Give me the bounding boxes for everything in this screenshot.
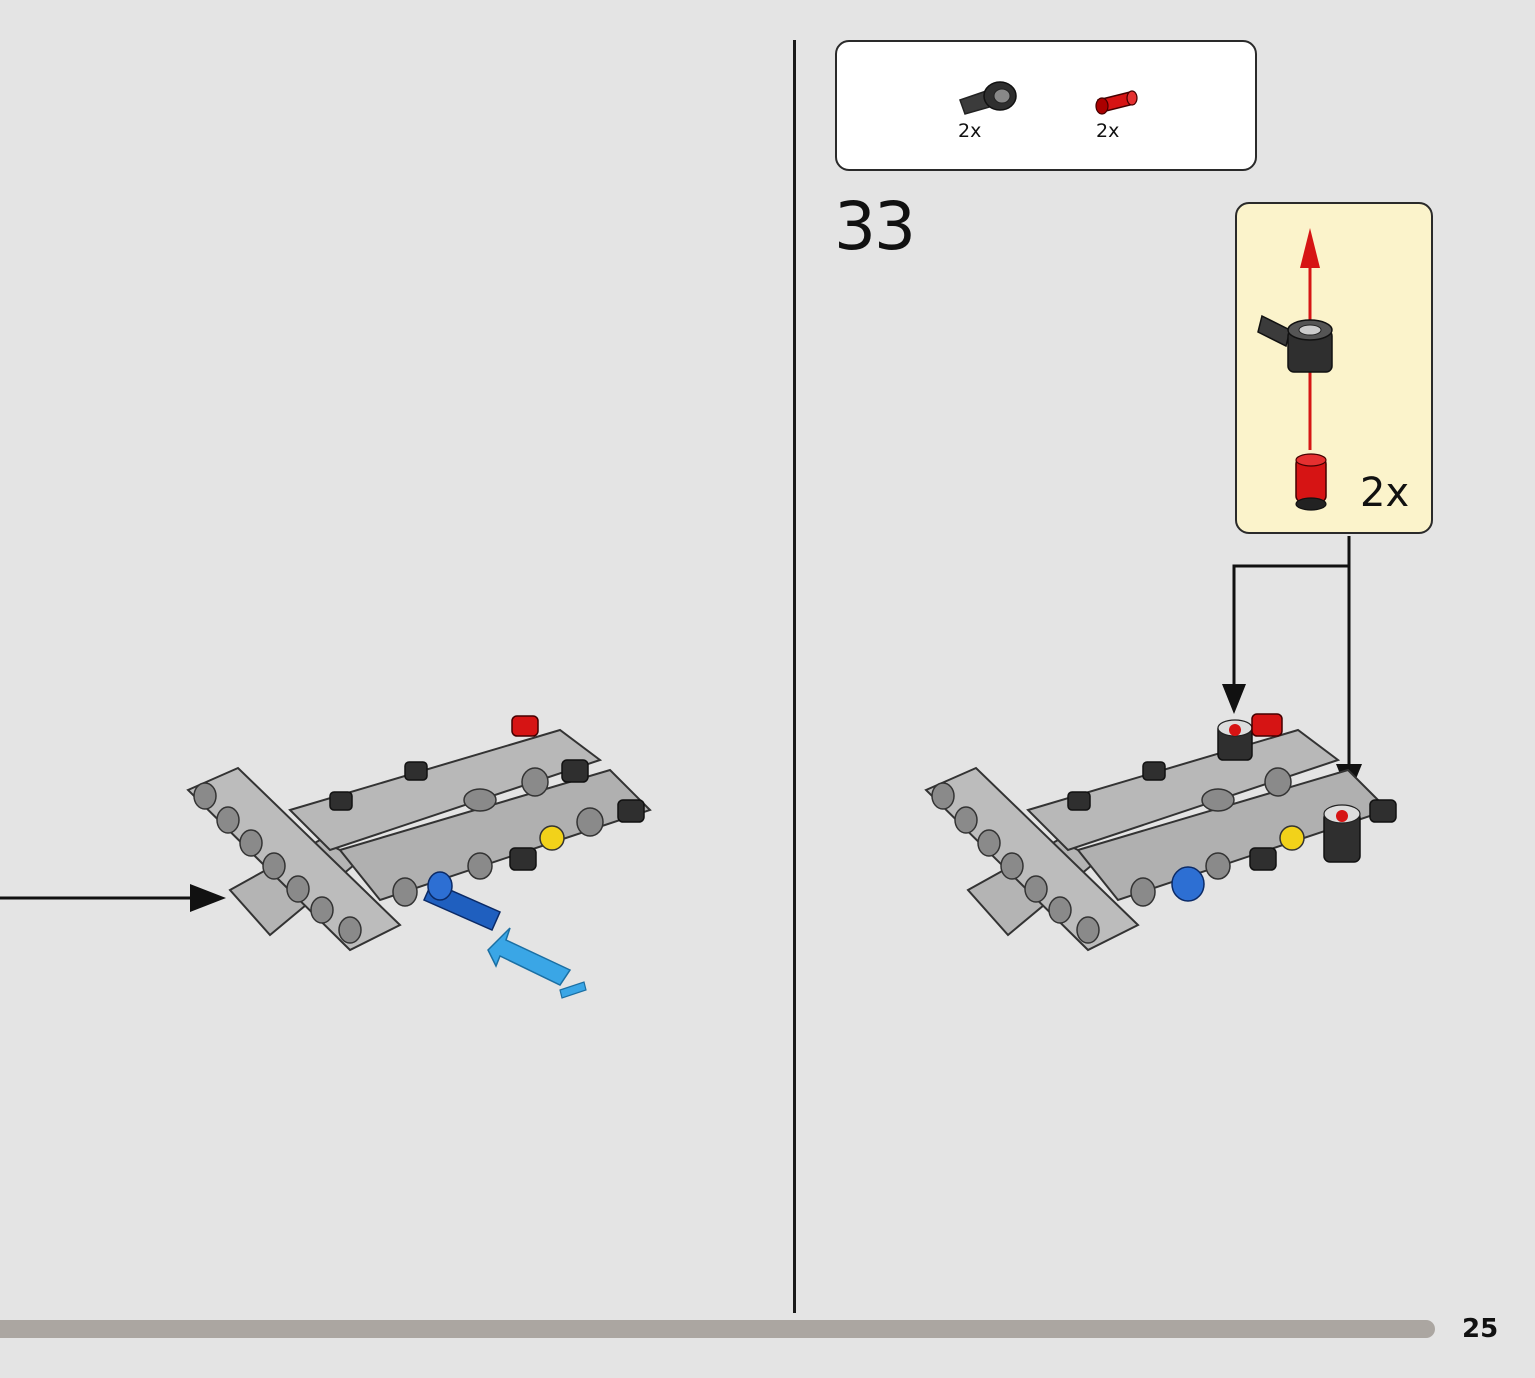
page-number: 25 bbox=[1462, 1314, 1499, 1344]
leader-arrowhead-left bbox=[1222, 684, 1246, 714]
progress-bar bbox=[0, 1320, 1435, 1338]
parts-list-box bbox=[835, 40, 1257, 171]
black-axle-connector-icon bbox=[959, 81, 1017, 115]
left-assembly bbox=[186, 715, 652, 952]
flow-arrow-left bbox=[0, 884, 226, 912]
callout-qty: 2x bbox=[1360, 470, 1410, 516]
red-pin-icon bbox=[1095, 90, 1138, 115]
step-number: 33 bbox=[834, 188, 916, 265]
callout-red-pin bbox=[1295, 453, 1327, 511]
callout-leader-lines bbox=[1232, 536, 1351, 770]
page-divider bbox=[793, 40, 796, 1313]
part-qty-2: 2x bbox=[1096, 120, 1120, 142]
sub-assembly-callout bbox=[1235, 202, 1433, 534]
insertion-arrow-blue bbox=[487, 927, 587, 999]
callout-connector bbox=[1257, 314, 1333, 373]
part-qty-1: 2x bbox=[958, 120, 982, 142]
right-assembly bbox=[924, 713, 1397, 952]
